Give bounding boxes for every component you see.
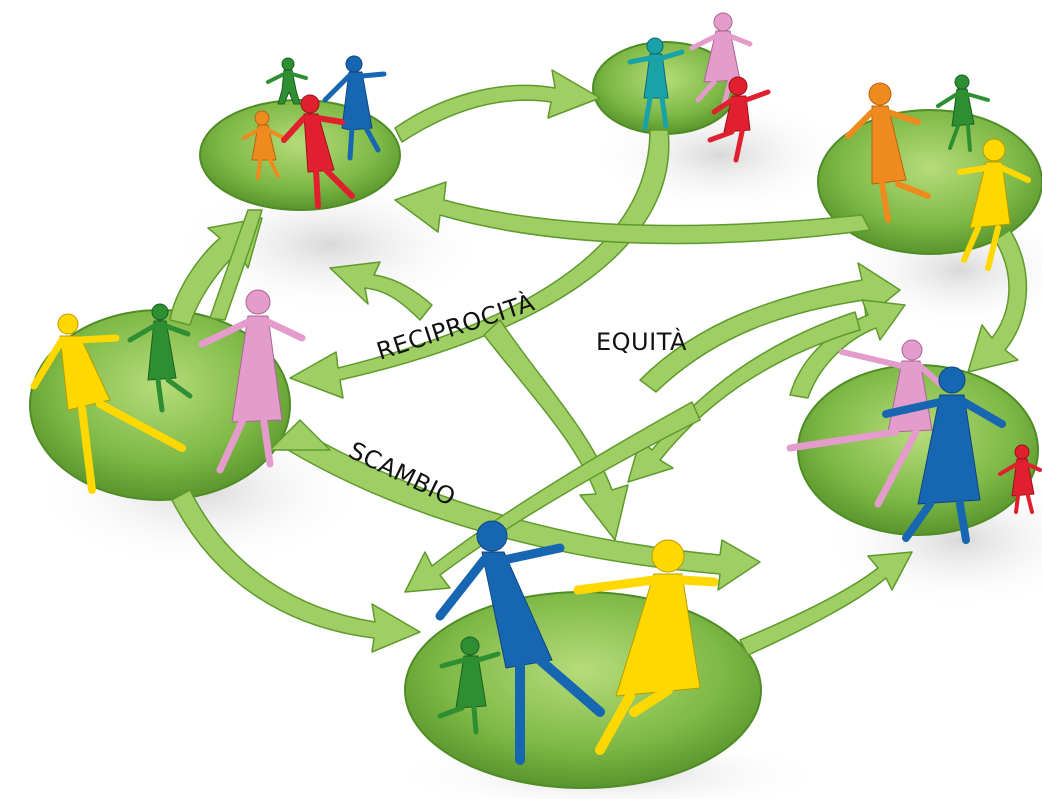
person-red-topleft [281,94,355,209]
arrow-scambio [287,429,761,591]
arrow-left-to-bottom [171,489,421,653]
arrow-right-to-center [627,311,861,483]
person-pink-left [198,289,306,474]
person-green-left [127,303,193,413]
person-pink-topcenter [689,12,753,107]
arrow-bottom-to-right [739,551,913,656]
arrow-right-to-up [789,299,906,399]
person-blue-topleft [322,55,387,161]
arrow-tr-to-right [967,229,1028,373]
arrow-center-to-bottom-left [404,401,701,593]
person-red-topcenter [707,76,771,163]
person-green-topright [936,74,990,152]
arrows [169,69,1028,656]
arrow-tr-to-tl [394,181,871,245]
person-blue-right [882,366,1006,544]
person-blue-bottom [435,520,605,765]
person-green-bottom [437,636,501,735]
person-orange-topleft [242,110,286,180]
arrow-reciprocita [329,261,433,321]
arrow-scambio-back [269,419,331,451]
label-equita: EQUITÀ [596,327,687,356]
person-yellow-bottom [573,539,719,755]
arrow-tl-to-tc [394,69,601,143]
people [30,12,1042,765]
person-red-right [998,444,1042,514]
person-orange-topright [845,82,931,223]
arrow-center-down [483,319,629,541]
person-pink-right [786,339,943,508]
person-yellow-topright [957,138,1031,271]
person-small-green [266,57,308,105]
arrow-tl-down [209,209,263,321]
person-teal-topcenter [627,37,685,131]
person-yellow-left [30,313,186,494]
